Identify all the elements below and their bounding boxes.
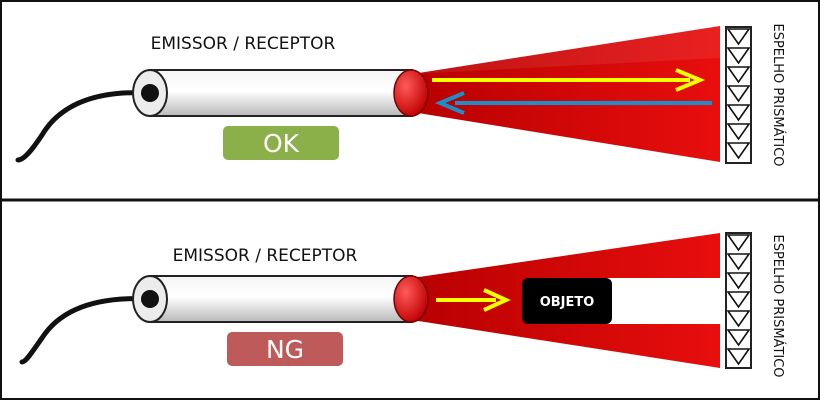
cable-port xyxy=(141,290,159,308)
object-label: OBJETO xyxy=(540,295,595,310)
sensor-cable xyxy=(15,90,153,163)
panel-ng: EMISSOR / RECEPTOR OBJETO xyxy=(19,232,786,378)
prismatic-mirror xyxy=(725,26,752,164)
prismatic-mirror xyxy=(725,232,752,369)
sensor-lens xyxy=(393,69,429,117)
object-shadow xyxy=(592,278,720,324)
status-badge-text: NG xyxy=(266,335,304,364)
sensor-body xyxy=(149,275,413,323)
status-badge-ok xyxy=(223,126,339,160)
reflected-arrow-head xyxy=(434,91,465,115)
emitted-arrow-head xyxy=(675,68,706,92)
emitted-arrow-head xyxy=(483,288,511,312)
status-badge-ng xyxy=(227,332,343,366)
panel-ok: EMISSOR / RECEPTOR xyxy=(15,23,786,167)
device-label: EMISSOR / RECEPTOR xyxy=(151,34,336,54)
sensor-lens xyxy=(393,275,429,323)
mirror-label: ESPELHO PRISMÁTICO xyxy=(770,234,786,377)
object-block xyxy=(522,278,612,324)
mirror-label: ESPELHO PRISMÁTICO xyxy=(770,23,786,166)
beam-highlight xyxy=(412,26,720,74)
sensor-body xyxy=(149,69,413,117)
status-badge-text: OK xyxy=(263,129,300,158)
light-beam xyxy=(412,26,720,162)
device-label: EMISSOR / RECEPTOR xyxy=(173,246,358,266)
sensor-cable xyxy=(19,296,153,365)
cable-port xyxy=(141,84,159,102)
